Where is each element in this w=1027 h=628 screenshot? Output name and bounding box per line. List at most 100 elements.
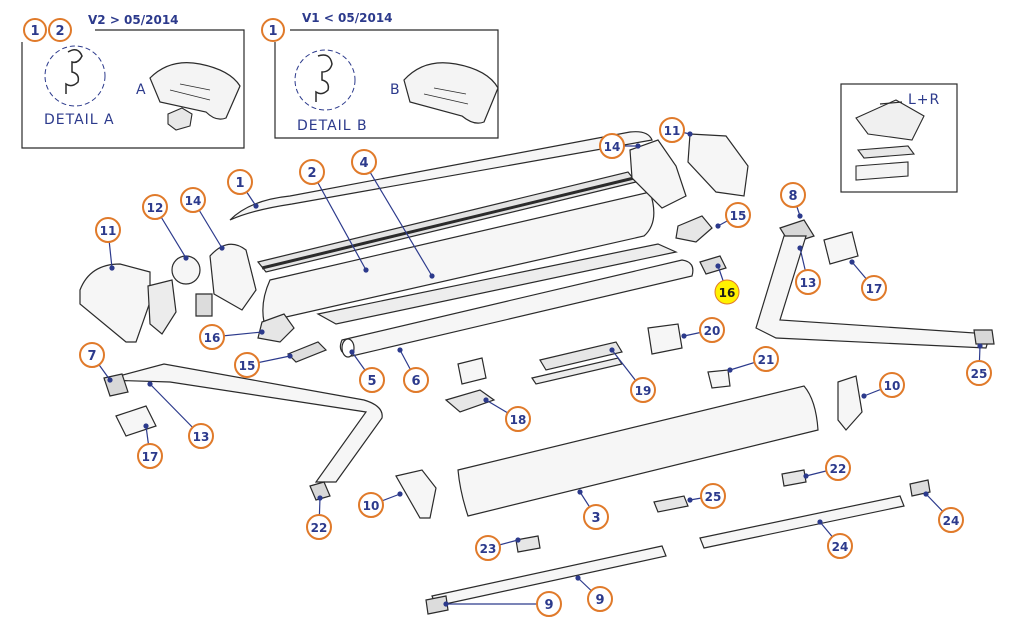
callout-7 [79,342,105,368]
callout-12 [142,194,168,220]
leader-tip-17 [849,259,855,265]
parts-drawing [79,131,995,615]
part-22-left [515,535,541,553]
end-cap-10-left [395,469,437,519]
leader-tip-15 [715,223,721,229]
bracket-19a [539,341,623,371]
leader-tip-10 [861,393,867,399]
callout-21 [753,346,779,372]
callout-17 [861,275,887,301]
callout-label-15: 15 [239,359,256,373]
callout-label-22: 22 [830,462,847,476]
callout-label-15: 15 [730,209,747,223]
inset-v1-badge-1 [261,18,285,42]
part-22-right [781,469,807,487]
callout-label-24: 24 [943,514,960,528]
leader-tip-20 [681,333,687,339]
callout-label-4: 4 [359,156,368,171]
cover-strip [316,243,678,325]
leader-tip-11 [109,265,115,271]
leader-tip-12 [183,255,189,261]
arm-end-25-left [309,481,331,501]
callout-label-17: 17 [866,282,883,296]
bracket-15-left [257,313,295,343]
callout-label-25: 25 [971,367,988,381]
cassette [457,385,819,517]
inset-v1-header: V1 < 05/2014 [302,11,393,25]
leader-tip-25 [687,497,693,503]
inset-v2-header: V2 > 05/2014 [88,13,179,27]
callout-label-11: 11 [100,224,117,238]
leader-tip-13 [797,245,803,251]
leader-tip-22 [317,495,323,501]
marker-b: B [390,82,401,98]
leader-tip-9 [575,575,581,581]
end-cap-10-right [837,375,863,431]
detail-b-profile [315,54,333,102]
callout-label-20: 20 [704,324,721,338]
callout-label-6: 6 [411,374,420,389]
inset-v2-badge-2-label: 2 [55,24,64,39]
leader-tip-23 [515,537,521,543]
leader-tip-3 [577,489,583,495]
callout-label-8: 8 [788,189,797,204]
callout-20 [699,317,725,343]
callout-label-9: 9 [544,598,553,613]
leader-tip-11 [687,131,693,137]
callout-label-2: 2 [307,166,316,181]
lead-rail-upper [699,495,905,549]
callout-label-24: 24 [832,540,849,554]
callout-label-22: 22 [311,521,328,535]
callout-6 [403,367,429,393]
leader-tip-6 [397,347,403,353]
callout-label-1: 1 [235,176,244,191]
leader-tip-5 [349,349,355,355]
leader-tip-24 [923,491,929,497]
callout-25 [966,360,992,386]
detail-b-label: DETAIL B [297,118,368,134]
callout-label-19: 19 [635,384,652,398]
callout-label-21: 21 [758,353,775,367]
arm-end-25-right [973,329,995,345]
marker-a: A [136,82,147,98]
leader-tip-16 [259,329,265,335]
left-cover-11 [79,263,151,343]
callout-9 [587,586,613,612]
leader-tip-21 [727,367,733,373]
left-arm [103,363,383,483]
callout-label-13: 13 [800,276,817,290]
leader-tip-2 [363,267,369,273]
bracket-15-right [675,215,713,243]
callout-label-12: 12 [147,201,164,215]
part-23 [653,495,689,513]
leader-tip-9 [443,601,449,607]
inset-v2: 1 2 V2 > 05/2014 DETAIL A A [21,13,245,149]
callout-10 [879,372,905,398]
inset-lr: L+R [840,83,958,193]
leader-tip-18 [483,397,489,403]
end-cap-v2 [149,62,241,120]
leader-line-2 [311,171,367,271]
roller-tube [339,259,694,357]
callout-3 [583,504,609,530]
pin-16-right [699,255,727,275]
shoulder-17-right [823,231,859,265]
part-24-lower [425,595,449,615]
end-cap-v1 [403,62,499,124]
callout-11 [95,217,121,243]
callout-label-18: 18 [510,413,527,427]
inset-lr-label: L+R [908,92,940,108]
callout-14 [180,187,206,213]
callout-5 [359,367,385,393]
left-cover-11b [147,279,177,335]
leader-tip-8 [797,213,803,219]
detail-a-profile [65,49,83,94]
gearbox-14 [209,243,257,311]
callout-label-11: 11 [664,124,681,138]
callout-label-17: 17 [142,450,159,464]
callout-19 [630,377,656,403]
leader-tip-15 [287,353,293,359]
right-cover-11 [687,133,749,197]
inset-v1-badge-1-label: 1 [268,24,277,39]
inset-v2-badge-2 [48,18,72,42]
